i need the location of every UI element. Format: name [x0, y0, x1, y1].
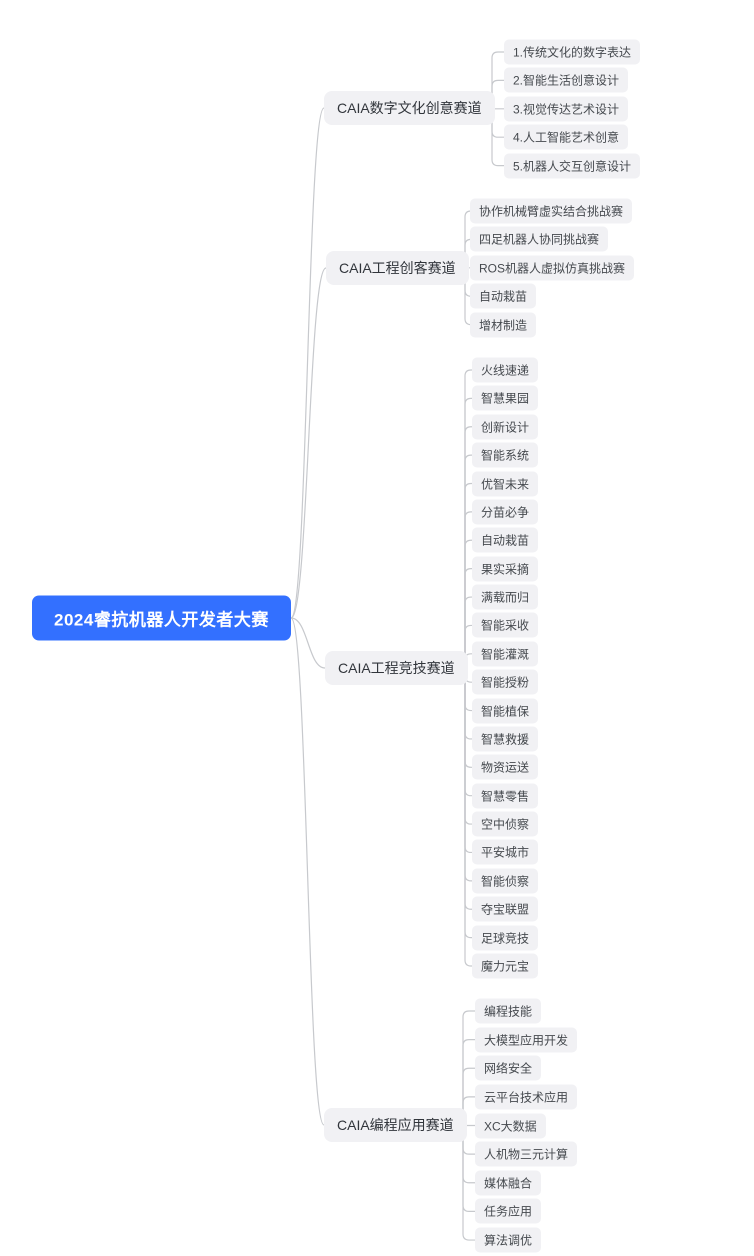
leaf-node[interactable]: 智慧救援: [472, 726, 539, 752]
leaf-node[interactable]: 5.机器人交互创意设计: [504, 153, 641, 179]
leaf-node[interactable]: 编程技能: [475, 998, 542, 1024]
root-node[interactable]: 2024睿抗机器人开发者大赛: [32, 595, 291, 641]
leaf-node[interactable]: 智慧果园: [472, 385, 539, 411]
branch-node[interactable]: CAIA编程应用赛道: [324, 1108, 467, 1142]
leaf-node[interactable]: 空中侦察: [472, 811, 539, 837]
leaf-node[interactable]: 分苗必争: [472, 499, 539, 525]
leaf-node[interactable]: 智能灌溉: [472, 641, 539, 667]
leaf-node[interactable]: 自动栽苗: [470, 283, 537, 309]
leaf-node[interactable]: 创新设计: [472, 414, 539, 440]
leaf-node[interactable]: 足球竞技: [472, 925, 539, 951]
leaf-node[interactable]: 4.人工智能艺术创意: [504, 124, 629, 150]
leaf-node[interactable]: 果实采摘: [472, 556, 539, 582]
leaf-node[interactable]: 智能授粉: [472, 669, 539, 695]
leaf-node[interactable]: 媒体融合: [475, 1170, 542, 1196]
leaf-node[interactable]: 满载而归: [472, 584, 539, 610]
leaf-node[interactable]: ROS机器人虚拟仿真挑战赛: [470, 255, 635, 281]
branch-node[interactable]: CAIA工程创客赛道: [326, 251, 469, 285]
leaf-node[interactable]: 自动栽苗: [472, 527, 539, 553]
leaf-node[interactable]: 人机物三元计算: [475, 1141, 578, 1167]
leaf-node[interactable]: 增材制造: [470, 312, 537, 338]
leaf-node[interactable]: 网络安全: [475, 1055, 542, 1081]
leaf-node[interactable]: 大模型应用开发: [475, 1027, 578, 1053]
leaf-node[interactable]: 平安城市: [472, 839, 539, 865]
leaf-node[interactable]: 智能采收: [472, 612, 539, 638]
leaf-node[interactable]: 魔力元宝: [472, 953, 539, 979]
leaf-node[interactable]: 2.智能生活创意设计: [504, 67, 629, 93]
leaf-node[interactable]: 火线速递: [472, 357, 539, 383]
leaf-node[interactable]: 智慧零售: [472, 783, 539, 809]
leaf-node[interactable]: 任务应用: [475, 1198, 542, 1224]
leaf-node[interactable]: 1.传统文化的数字表达: [504, 39, 641, 65]
leaf-node[interactable]: 四足机器人协同挑战赛: [470, 226, 609, 252]
branch-node[interactable]: CAIA数字文化创意赛道: [324, 91, 495, 125]
leaf-node[interactable]: 优智未来: [472, 471, 539, 497]
leaf-node[interactable]: 智能侦察: [472, 868, 539, 894]
leaf-node[interactable]: 协作机械臂虚实结合挑战赛: [470, 198, 633, 224]
leaf-node[interactable]: 智能系统: [472, 442, 539, 468]
branch-node[interactable]: CAIA工程竞技赛道: [325, 651, 468, 685]
leaf-node[interactable]: 夺宝联盟: [472, 896, 539, 922]
leaf-node[interactable]: 智能植保: [472, 698, 539, 724]
leaf-node[interactable]: 物资运送: [472, 754, 539, 780]
leaf-node[interactable]: 3.视觉传达艺术设计: [504, 96, 629, 122]
leaf-node[interactable]: XC大数据: [475, 1113, 546, 1139]
leaf-node[interactable]: 云平台技术应用: [475, 1084, 578, 1110]
leaf-node[interactable]: 算法调优: [475, 1227, 542, 1253]
